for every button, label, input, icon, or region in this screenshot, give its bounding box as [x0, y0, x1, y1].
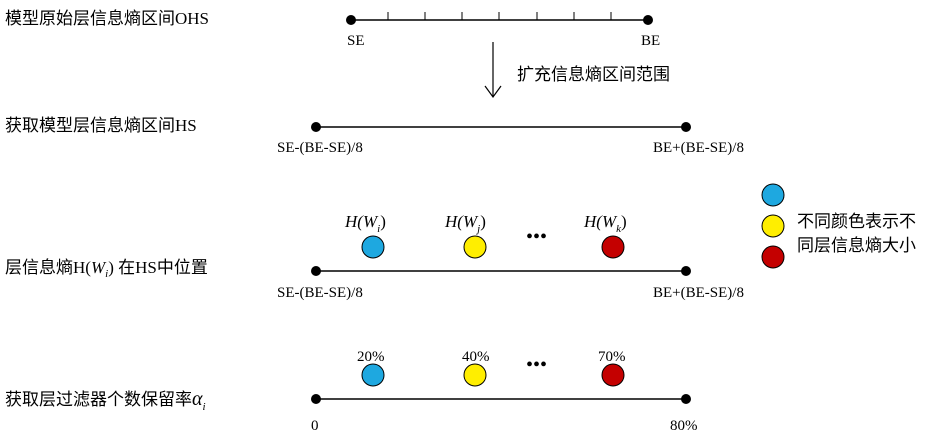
legend-dot-red — [761, 245, 785, 269]
legend-dot-blue — [761, 183, 785, 207]
rate-dot-40 — [463, 363, 487, 387]
rate-value-40: 40% — [462, 349, 490, 365]
h-wk-label: H(Wk) — [583, 212, 627, 235]
position-left-label: SE-(BE-SE)/8 — [277, 285, 363, 301]
hs-left-label: SE-(BE-SE)/8 — [277, 140, 363, 156]
position-label: 层信息熵H(Wi) 在HS中位置 — [5, 258, 208, 280]
hs-right-label: BE+(BE-SE)/8 — [653, 140, 744, 156]
position-ellipsis: ••• — [526, 226, 547, 248]
ohs-axis — [346, 12, 653, 25]
rate-dot-20 — [361, 363, 385, 387]
rate-dot-70 — [601, 363, 625, 387]
ohs-label: 模型原始层信息熵区间OHS — [5, 9, 209, 28]
legend-dot-yellow — [761, 214, 785, 238]
legend-text-line1: 不同颜色表示不 — [797, 212, 916, 231]
down-arrow-icon — [484, 42, 502, 99]
rate-ellipsis: ••• — [526, 354, 547, 376]
rate-label: 获取层过滤器个数保留率αi — [5, 388, 206, 413]
legend-text-line2: 同层信息熵大小 — [797, 236, 916, 255]
rate-right-label: 80% — [670, 418, 698, 434]
rate-value-70: 70% — [598, 349, 626, 365]
entropy-dot-k — [601, 235, 625, 259]
entropy-dot-i — [361, 235, 385, 259]
position-axis — [311, 266, 691, 276]
rate-left-label: 0 — [311, 418, 319, 434]
entropy-dot-j — [463, 235, 487, 259]
h-wj-label: H(Wj) — [444, 212, 486, 235]
ohs-left-label: SE — [347, 33, 365, 49]
hs-axis — [311, 122, 691, 132]
expand-range-text: 扩充信息熵区间范围 — [517, 65, 670, 84]
position-right-label: BE+(BE-SE)/8 — [653, 285, 744, 301]
rate-value-20: 20% — [357, 349, 385, 365]
hs-label: 获取模型层信息熵区间HS — [5, 116, 197, 135]
ohs-right-label: BE — [641, 33, 660, 49]
rate-axis — [311, 394, 691, 404]
h-wi-label: H(Wi) — [344, 212, 386, 235]
